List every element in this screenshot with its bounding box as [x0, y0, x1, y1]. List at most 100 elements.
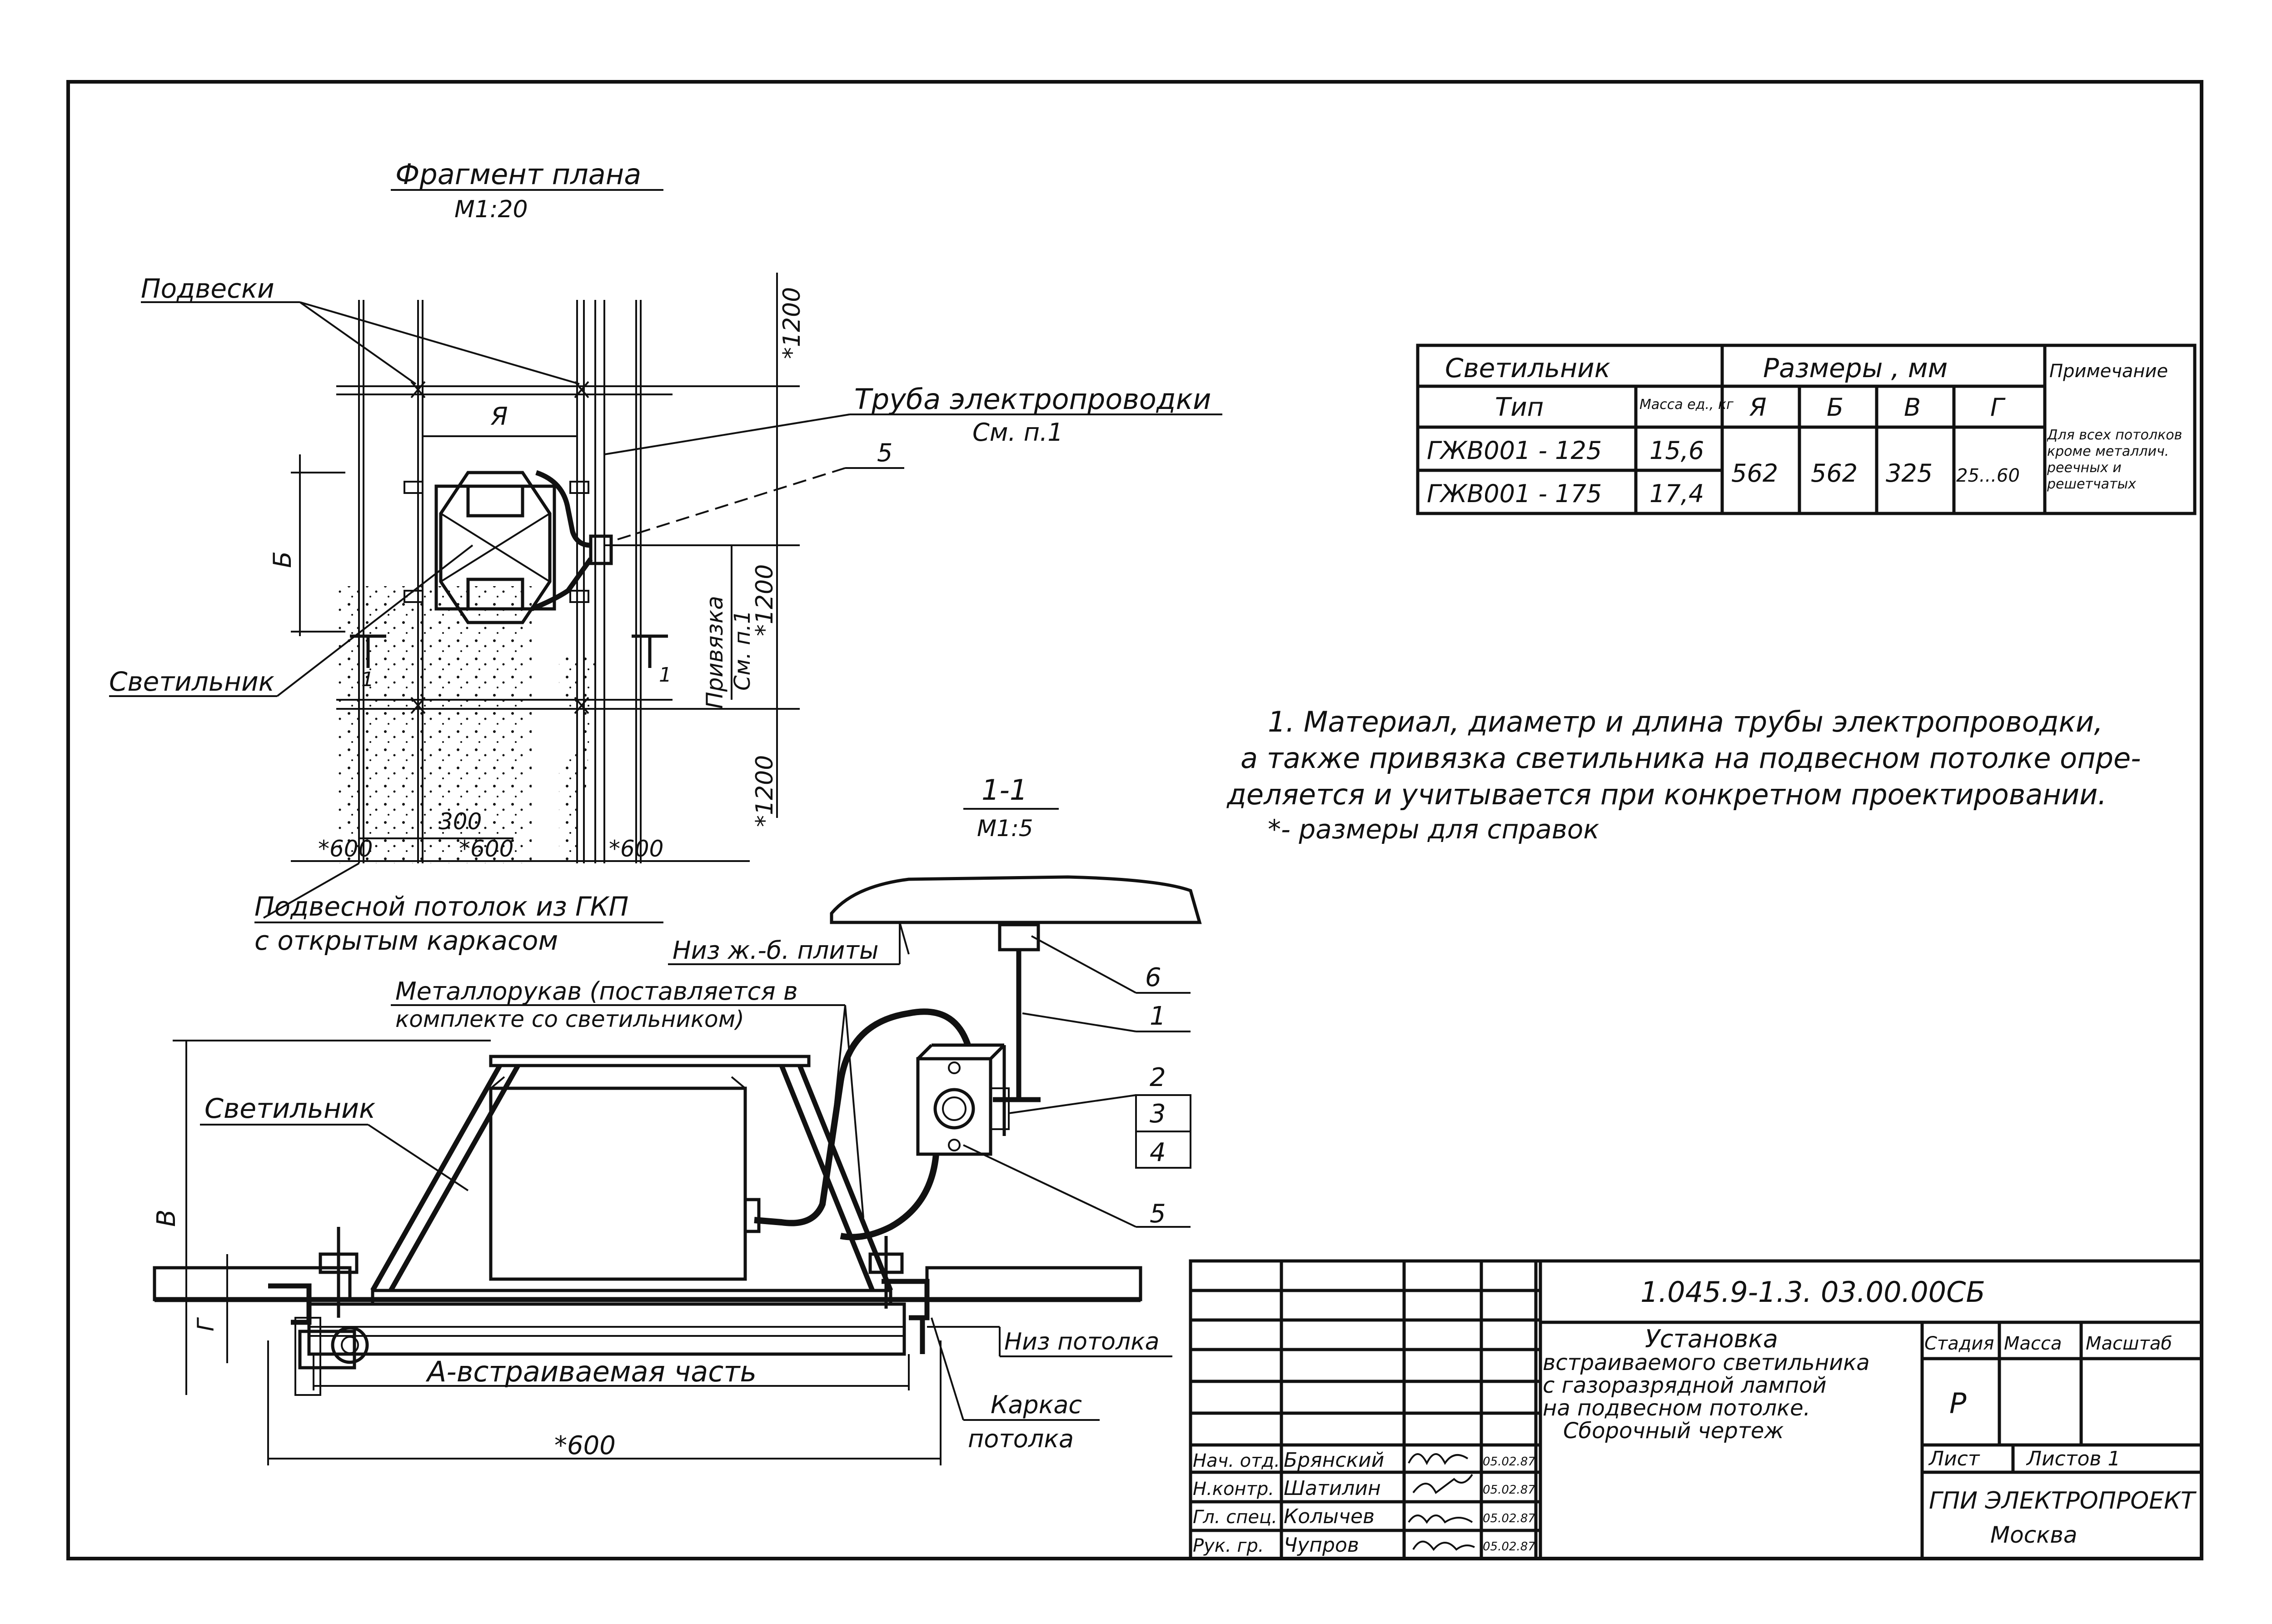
desc-line4: на подвесном потолке. [1543, 1395, 1810, 1421]
dim-1200-bot: *1200 [751, 755, 778, 827]
section-label-lamp: Светильник [204, 1093, 375, 1125]
dim-g: Г [193, 1317, 219, 1331]
signer-date-1: 05.02.87 [1483, 1455, 1535, 1469]
signer-date-4: 05.02.87 [1483, 1540, 1535, 1554]
ceiling-label-line1: Подвесной потолок из ГКП [254, 891, 628, 922]
row1-mass: 15,6 [1649, 436, 1704, 465]
size-col-g: Г [1990, 393, 2006, 422]
section-title: 1-1 [982, 773, 1027, 807]
sheet-label: Лист [1928, 1447, 1980, 1470]
table-header-note: Примечание [2049, 361, 2168, 382]
label-hose-line2: комплекте со светильником) [395, 1006, 744, 1032]
signer-role-2: Н.контр. [1193, 1479, 1274, 1499]
org-city: Москва [1990, 1522, 2078, 1548]
signer-name-3: Колычев [1284, 1505, 1375, 1528]
label-hose-line1: Металлорукав (поставляется в [395, 977, 798, 1006]
plan-callout-5: 5 [877, 438, 892, 467]
signer-role-3: Гл. спец. [1193, 1507, 1277, 1528]
label-suspensions: Подвески [141, 273, 274, 304]
callout-2: 2 [1150, 1063, 1166, 1092]
label-binding: Привязка [702, 596, 728, 709]
row1-type: ГЖВ001 - 125 [1427, 436, 1602, 465]
dim-ya: Я [490, 402, 508, 431]
label-slab: Низ ж.-б. плиты [673, 936, 879, 965]
section-dim-600: *600 [554, 1431, 616, 1460]
signatures [1408, 1453, 1475, 1551]
desc-line3: с газоразрядной лампой [1543, 1373, 1827, 1398]
callout-1: 1 [1150, 1001, 1166, 1031]
concrete-slab [830, 875, 1202, 924]
col-stage: Стадия [1924, 1333, 1994, 1354]
callout-3: 3 [1150, 1099, 1166, 1129]
signer-role-1: Нач. отд. [1193, 1450, 1280, 1471]
armored-hose [754, 1008, 971, 1226]
label-frame-line2: потолка [968, 1425, 1074, 1453]
size-col-ya: Я [1749, 393, 1767, 422]
callout-4: 4 [1150, 1138, 1166, 1167]
table-note: Для всех потолков кроме металлич. реечны… [2047, 427, 2182, 492]
label-frame-line1: Каркас [991, 1390, 1082, 1419]
spec-table: Светильник Тип Масса ед., кг Размеры , м… [1416, 344, 2197, 515]
note-line1: 1. Материал, диаметр и длина трубы элект… [1268, 705, 2103, 738]
dim-600-a: *600 [318, 836, 373, 862]
title-block: 1.045.9-1.3. 03.00.00СБ Установка встраи… [1189, 1259, 2203, 1560]
signer-role-4: Рук. гр. [1193, 1535, 1264, 1556]
dim-600-b: *600 [459, 836, 513, 862]
size-col-b: Б [1827, 393, 1844, 422]
label-ceiling-bottom: Низ потолка [1004, 1328, 1160, 1355]
signer-date-3: 05.02.87 [1483, 1512, 1535, 1525]
section-view: 1-1 М1:5 Низ ж.-б. плиты [152, 773, 1202, 1465]
row2-mass: 17,4 [1649, 479, 1704, 508]
note-line4: *- размеры для справок [1268, 814, 1599, 845]
note-line2: а также привязка светильника на подвесно… [1241, 742, 2141, 775]
plan-section-mark-right: 1 [659, 663, 672, 687]
section-scale: М1:5 [977, 815, 1033, 842]
dim-v: В [152, 1210, 181, 1227]
label-embedded: А-встраиваемая часть [425, 1355, 757, 1388]
ceiling-label-line2: с открытым каркасом [254, 925, 558, 956]
table-header-type: Тип [1495, 393, 1544, 422]
dim-1200-mid: *1200 [751, 564, 778, 636]
plan-scale: М1:20 [454, 196, 528, 223]
table-header-lamp: Светильник [1445, 353, 1610, 384]
label-pipe: Труба электропроводки [854, 383, 1211, 416]
lamp-ballast [489, 1086, 747, 1281]
label-binding-ref: См. п.1 [730, 610, 755, 691]
dim-300: 300 [438, 808, 482, 835]
col-mass: Масса [2004, 1333, 2062, 1354]
desc-line5: Сборочный чертеж [1563, 1418, 1784, 1444]
plan-label-lamp: Светильник [109, 666, 274, 697]
signer-date-2: 05.02.87 [1483, 1483, 1535, 1497]
size-g: 25...60 [1956, 465, 2020, 486]
dim-600-c: *600 [609, 836, 663, 862]
general-notes: 1. Материал, диаметр и длина трубы элект… [1226, 705, 2141, 845]
table-header-mass: Масса ед., кг [1639, 397, 1734, 413]
signer-name-2: Шатилин [1284, 1477, 1381, 1500]
doc-code: 1.045.9-1.3. 03.00.00СБ [1640, 1275, 1985, 1309]
plan-fragment: Фрагмент плана М1:20 [109, 158, 1222, 956]
label-pipe-ref: См. п.1 [972, 418, 1063, 447]
row2-type: ГЖВ001 - 175 [1427, 479, 1602, 508]
desc-line1: Установка [1645, 1325, 1778, 1353]
size-b: 562 [1811, 459, 1858, 488]
plan-section-mark-left: 1 [361, 668, 374, 691]
plan-title: Фрагмент плана [395, 158, 641, 191]
dim-b: Б [268, 551, 297, 568]
signer-name-1: Брянский [1284, 1449, 1384, 1472]
sheets-label: Листов 1 [2026, 1447, 2120, 1470]
callout-6: 6 [1145, 963, 1161, 992]
stage-value: Р [1949, 1387, 1967, 1420]
callout-5: 5 [1150, 1199, 1166, 1229]
signer-name-4: Чупров [1284, 1534, 1359, 1557]
note-line3: деляется и учитывается при конкретном пр… [1226, 778, 2107, 811]
table-header-sizes: Размеры , мм [1763, 353, 1948, 384]
size-col-v: В [1904, 393, 1921, 422]
desc-line2: встраиваемого светильника [1543, 1350, 1870, 1375]
org-name: ГПИ ЭЛЕКТРОПРОЕКТ [1929, 1487, 2197, 1514]
size-ya: 562 [1731, 459, 1778, 488]
dim-1200-top: *1200 [778, 287, 806, 359]
size-v: 325 [1886, 459, 1933, 488]
sheet-frame [66, 80, 2203, 1560]
col-scale: Масштаб [2086, 1333, 2172, 1354]
